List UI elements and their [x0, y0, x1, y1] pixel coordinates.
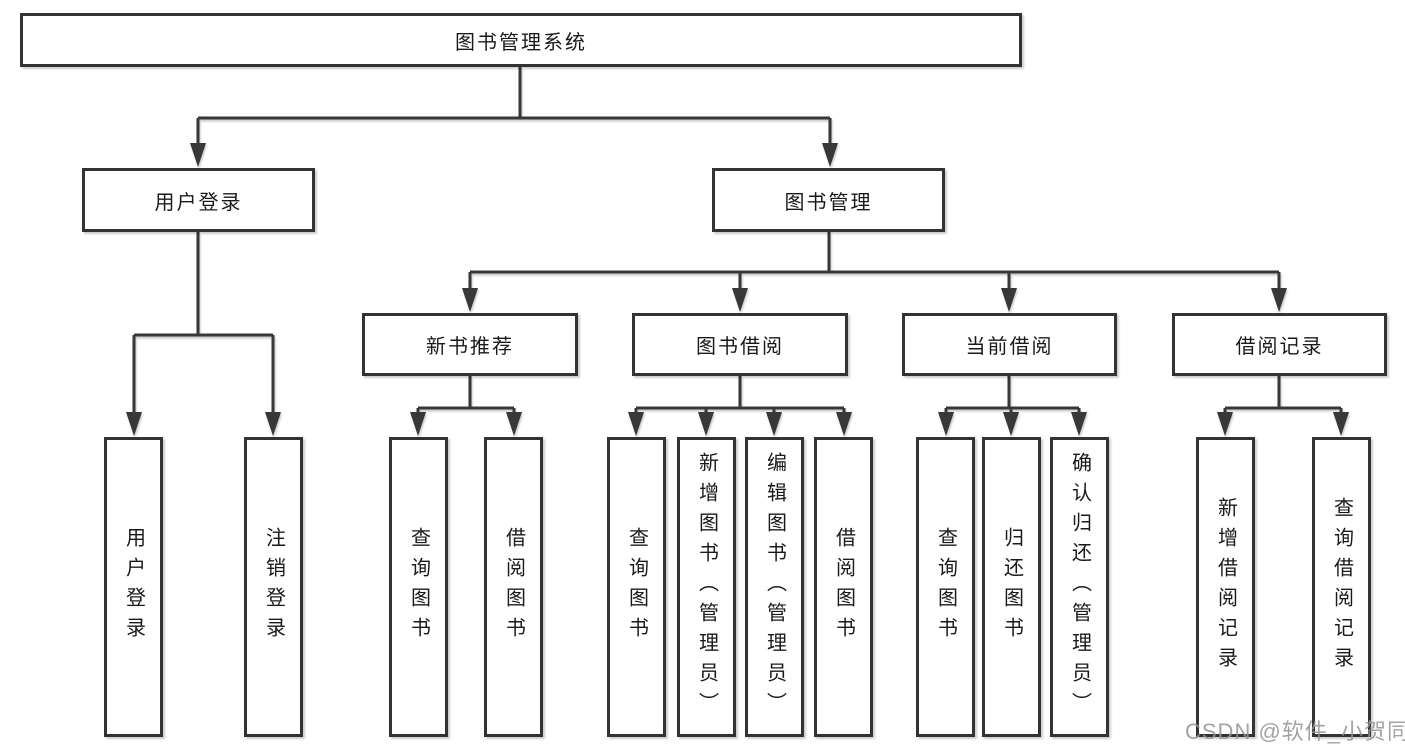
arrow-down-icon [766, 412, 782, 436]
node-user-login: 用户登录 [82, 168, 315, 232]
arrow-down-icon [410, 412, 426, 436]
arrow-down-icon [698, 412, 714, 436]
node-new-book-recommend: 新书推荐 [362, 313, 578, 376]
node-current-borrow: 当前借阅 [902, 313, 1117, 376]
node-leaf-borrow-query-label: 查询图书 [625, 527, 648, 647]
node-leaf-borrow-borrow-label: 借阅图书 [832, 527, 855, 647]
arrow-down-icon [462, 288, 478, 312]
node-leaf-current-return-label: 归还图书 [1000, 527, 1023, 647]
arrow-down-icon [1271, 288, 1287, 312]
node-book-borrow-label: 图书借阅 [696, 336, 784, 358]
connector-borrowrecord-children [1223, 376, 1343, 414]
node-leaf-borrow-borrow: 借阅图书 [814, 437, 873, 737]
node-borrow-record: 借阅记录 [1172, 313, 1387, 376]
node-leaf-newbook-query-label: 查询图书 [407, 527, 430, 647]
node-leaf-record-add: 新增借阅记录 [1196, 437, 1255, 737]
arrow-down-icon [126, 412, 142, 436]
arrow-down-icon [506, 412, 522, 436]
connector-user-login-children [132, 232, 275, 414]
node-leaf-record-query: 查询借阅记录 [1312, 437, 1371, 737]
node-leaf-current-confirm: 确认归还（管理员） [1050, 437, 1109, 737]
node-leaf-record-query-label: 查询借阅记录 [1330, 497, 1353, 677]
arrow-down-icon [1217, 412, 1233, 436]
node-new-book-recommend-label: 新书推荐 [426, 336, 514, 358]
arrow-down-icon [732, 288, 748, 312]
node-root: 图书管理系统 [20, 13, 1022, 67]
node-leaf-borrow-add-label: 新增图书（管理员） [695, 452, 718, 722]
connector-newbook-children [416, 376, 516, 414]
node-leaf-current-return: 归还图书 [982, 437, 1041, 737]
node-leaf-user-login-label: 用户登录 [122, 527, 145, 647]
arrow-down-icon [836, 412, 852, 436]
node-leaf-borrow-edit: 编辑图书（管理员） [745, 437, 804, 737]
arrow-down-icon [822, 143, 838, 167]
node-current-borrow-label: 当前借阅 [965, 336, 1054, 358]
node-root-label: 图书管理系统 [455, 31, 587, 54]
node-leaf-newbook-borrow-label: 借阅图书 [502, 527, 525, 647]
arrow-down-icon [190, 143, 206, 167]
arrow-down-icon [265, 412, 281, 436]
connector-root-to-level2 [196, 67, 832, 145]
connector-book-mgmt-children [468, 232, 1281, 290]
connector-currentborrow-children [944, 376, 1081, 414]
arrow-down-icon [938, 412, 954, 436]
node-book-borrow: 图书借阅 [632, 313, 848, 376]
node-leaf-borrow-query: 查询图书 [607, 437, 666, 737]
node-borrow-record-label: 借阅记录 [1235, 336, 1324, 358]
csdn-watermark: CSDN @软件_小贺同学 [1185, 719, 1405, 744]
node-leaf-current-confirm-label: 确认归还（管理员） [1068, 452, 1091, 722]
node-leaf-current-query-label: 查询图书 [934, 527, 957, 647]
node-user-login-label: 用户登录 [154, 191, 243, 214]
node-leaf-record-add-label: 新增借阅记录 [1214, 497, 1237, 677]
node-leaf-logout: 注销登录 [244, 437, 303, 737]
arrow-down-icon [1001, 288, 1017, 312]
node-leaf-borrow-edit-label: 编辑图书（管理员） [763, 452, 786, 722]
node-leaf-logout-label: 注销登录 [262, 527, 285, 647]
node-book-management: 图书管理 [712, 168, 945, 232]
node-leaf-user-login: 用户登录 [104, 437, 163, 737]
arrow-down-icon [628, 412, 644, 436]
node-leaf-newbook-borrow: 借阅图书 [484, 437, 543, 737]
node-leaf-newbook-query: 查询图书 [389, 437, 448, 737]
node-book-management-label: 图书管理 [784, 191, 873, 214]
arrow-down-icon [1003, 412, 1019, 436]
arrowheads [126, 143, 1349, 436]
arrow-down-icon [1071, 412, 1087, 436]
node-leaf-current-query: 查询图书 [916, 437, 975, 737]
arrow-down-icon [1333, 412, 1349, 436]
connector-bookborrow-children [634, 376, 846, 414]
node-leaf-borrow-add: 新增图书（管理员） [677, 437, 736, 737]
